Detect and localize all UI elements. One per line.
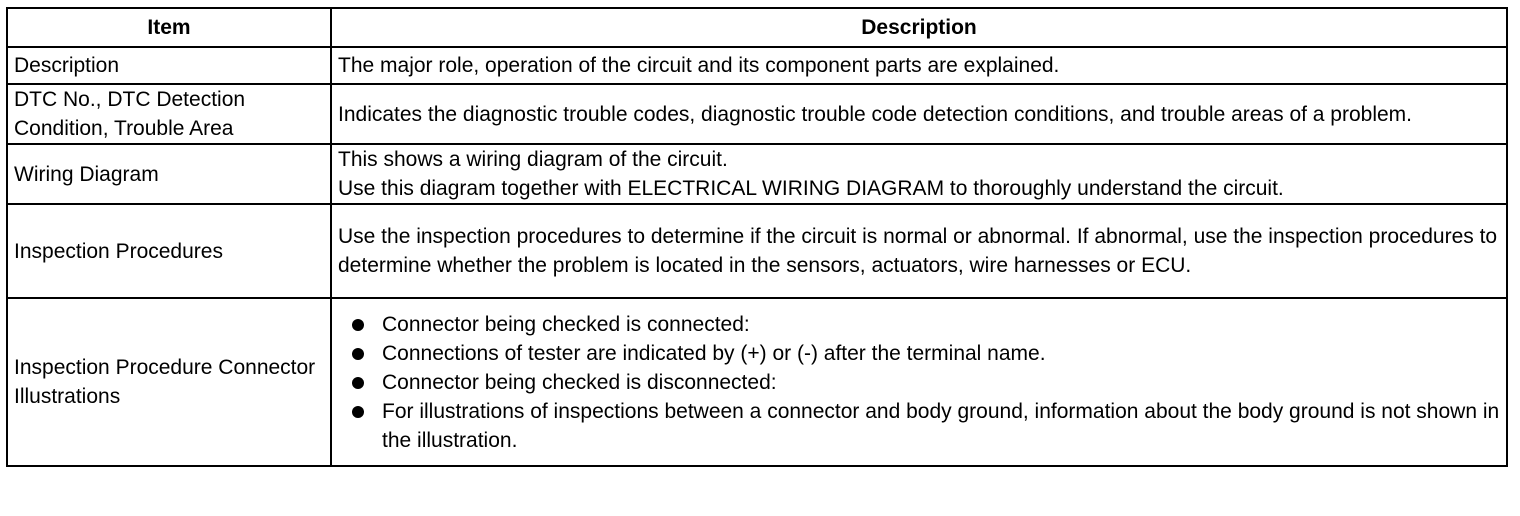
header-item: Item bbox=[6, 7, 332, 48]
row-description-cell: Indicates the diagnostic trouble codes, … bbox=[330, 83, 1508, 145]
table-row: Inspection Procedure Connector Illustrat… bbox=[6, 297, 1508, 467]
bullet-item: For illustrations of inspections between… bbox=[338, 397, 1500, 455]
description-line: Use this diagram together with ELECTRICA… bbox=[338, 177, 1284, 200]
table-row: Description The major role, operation of… bbox=[6, 46, 1508, 85]
row-description-cell: This shows a wiring diagram of the circu… bbox=[330, 143, 1508, 205]
description-line: Use the inspection procedures to determi… bbox=[338, 225, 1498, 277]
header-description: Description bbox=[330, 7, 1508, 48]
table-row: Inspection Procedures Use the inspection… bbox=[6, 203, 1508, 299]
description-line: The major role, operation of the circuit… bbox=[338, 54, 1060, 77]
info-table: Item Description Description The major r… bbox=[6, 7, 1508, 467]
bullet-item: Connector being checked is connected: bbox=[338, 310, 1500, 339]
row-item-cell: Description bbox=[6, 46, 332, 85]
bullet-list: Connector being checked is connected: Co… bbox=[338, 310, 1500, 455]
description-line: This shows a wiring diagram of the circu… bbox=[338, 148, 728, 171]
row-item-cell: Inspection Procedure Connector Illustrat… bbox=[6, 297, 332, 467]
bullet-item: Connections of tester are indicated by (… bbox=[338, 339, 1500, 368]
row-item-cell: Wiring Diagram bbox=[6, 143, 332, 205]
row-description-cell: The major role, operation of the circuit… bbox=[330, 46, 1508, 85]
description-line: Indicates the diagnostic trouble codes, … bbox=[338, 102, 1413, 126]
table-row: DTC No., DTC Detection Condition, Troubl… bbox=[6, 83, 1508, 145]
row-description-cell: Use the inspection procedures to determi… bbox=[330, 203, 1508, 299]
row-description-cell: Connector being checked is connected: Co… bbox=[330, 297, 1508, 467]
bullet-item: Connector being checked is disconnected: bbox=[338, 368, 1500, 397]
row-item-cell: DTC No., DTC Detection Condition, Troubl… bbox=[6, 83, 332, 145]
table-row: Wiring Diagram This shows a wiring diagr… bbox=[6, 143, 1508, 205]
row-item-cell: Inspection Procedures bbox=[6, 203, 332, 299]
table-header-row: Item Description bbox=[6, 7, 1508, 48]
